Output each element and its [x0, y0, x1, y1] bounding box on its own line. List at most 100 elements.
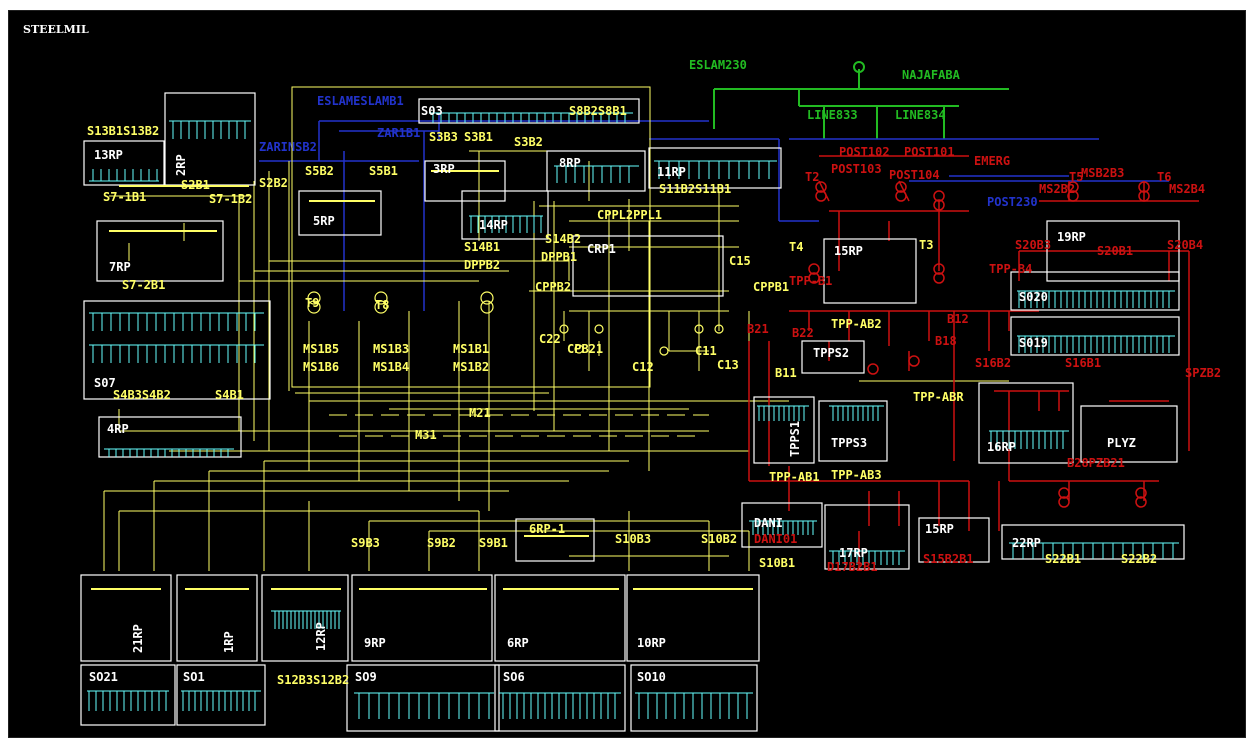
label-s20b4: S20B4	[1167, 238, 1203, 252]
label-t6: T6	[1157, 170, 1171, 184]
label-s16b1: S16B1	[1065, 356, 1101, 370]
label-t4: T4	[789, 240, 803, 254]
label-line834: LINE834	[895, 108, 946, 122]
label-s10b2: S10B2	[701, 532, 737, 546]
one-line-diagram-canvas: STEELMIL ESLAM230 NAJAFABA LINE833 LINE8…	[8, 10, 1246, 738]
label-c22: C22	[539, 332, 561, 346]
label-eslam-b1: ESLAMESLAMB1	[317, 94, 404, 108]
label-ms2b2: MS2B2	[1039, 182, 1075, 196]
red-bus-labels: POST102 POST101 POST103 POST104 EMERG MS…	[747, 145, 1221, 574]
label-s8b: S8B2S8B1	[569, 104, 627, 118]
box-14rp: 14RP	[479, 218, 508, 232]
box-8rp: 8RP	[559, 156, 581, 170]
label-cppl: CPPL2PPL1	[597, 208, 662, 222]
red-network	[748, 155, 1199, 571]
label-ms1b2: MS1B2	[453, 360, 489, 374]
label-s9b3: S9B3	[351, 536, 380, 550]
label-c12: C12	[632, 360, 654, 374]
label-b13: B18	[935, 334, 957, 348]
label-ms1b4: MS1B4	[373, 360, 409, 374]
label-ms1b1: MS1B1	[453, 342, 489, 356]
label-post101: POST101	[904, 145, 955, 159]
box-6rp: 6RP	[507, 636, 529, 650]
label-post230: POST230	[987, 195, 1038, 209]
label-tpp-ab1: TPP-AB1	[769, 470, 820, 484]
box-1rp: 1RP	[222, 631, 236, 653]
label-post102: POST102	[839, 145, 890, 159]
label-t3: T3	[919, 238, 933, 252]
box-15rp-lower: 15RP	[925, 522, 954, 536]
label-tpp-b1: TPP-B1	[789, 274, 832, 288]
label-eslam230: ESLAM230	[689, 58, 747, 72]
label-ms1b3: MS1B3	[373, 342, 409, 356]
box-tpps1: TPPS1	[788, 421, 802, 457]
label-tpp-b4: TPP-B4	[989, 262, 1032, 276]
label-b12: B12	[947, 312, 969, 326]
label-zar1b1: ZAR1B1	[377, 126, 420, 140]
label-line833: LINE833	[807, 108, 858, 122]
box-2rp: 2RP	[174, 154, 188, 176]
box-s020: S020	[1019, 290, 1048, 304]
box-crp1: CRP1	[587, 242, 616, 256]
label-s14b1: S14B1	[464, 240, 500, 254]
label-s11b: S11B2S11B1	[659, 182, 731, 196]
box-19rp: 19RP	[1057, 230, 1086, 244]
box-so9: SO9	[355, 670, 377, 684]
box-3rp: 3RP	[433, 162, 455, 176]
green-230kv-section	[713, 61, 1009, 139]
label-s4b1: S4B1	[215, 388, 244, 402]
box-15rp: 15RP	[834, 244, 863, 258]
label-6rp-1: 6RP-1	[529, 522, 565, 536]
label-s20b1: S20B1	[1097, 244, 1133, 258]
label-s9b1: S9B1	[479, 536, 508, 550]
label-t8: T8	[375, 298, 389, 312]
box-13rp: 13RP	[94, 148, 123, 162]
label-s15b: S15B2B1	[923, 552, 974, 566]
box-10rp: 10RP	[637, 636, 666, 650]
transformer-symbols-yellow	[307, 291, 724, 356]
substation-boxes	[80, 92, 1185, 732]
box-22rp: 22RP	[1012, 536, 1041, 550]
label-tpp-abr: TPP-ABR	[913, 390, 964, 404]
label-m21: M21	[469, 406, 491, 420]
label-s20b3: S20B3	[1015, 238, 1051, 252]
label-s5b2: S5B2	[305, 164, 334, 178]
label-ms2b4: MS2B4	[1169, 182, 1205, 196]
label-post103: POST103	[831, 162, 882, 176]
label-s22b1: S22B1	[1045, 552, 1081, 566]
single-line-diagram: STEELMIL ESLAM230 NAJAFABA LINE833 LINE8…	[23, 23, 1221, 732]
label-s10b1: S10B1	[759, 556, 795, 570]
box-16rp: 16RP	[987, 440, 1016, 454]
yellow-feeder-wiring	[103, 86, 1009, 571]
label-msb2b3: MSB2B3	[1081, 166, 1124, 180]
box-so1: SO1	[183, 670, 205, 684]
box-tpps3: TPPS3	[831, 436, 867, 450]
label-m31: M31	[415, 428, 437, 442]
label-s5b1: S5B1	[369, 164, 398, 178]
label-ms1b5: MS1B5	[303, 342, 339, 356]
label-cppb2: CPPB2	[535, 280, 571, 294]
label-dani01: DANI01	[754, 532, 797, 546]
box-so10: SO10	[637, 670, 666, 684]
label-dppb1: DPPB1	[541, 250, 577, 264]
box-s019: S019	[1019, 336, 1048, 350]
label-t2: T2	[805, 170, 819, 184]
box-s07: S07	[94, 376, 116, 390]
label-s10b3: S10B3	[615, 532, 651, 546]
box-so21: SO21	[89, 670, 118, 684]
box-17rp: 17RP	[839, 546, 868, 560]
label-cppb1: CPPB1	[753, 280, 789, 294]
label-ms1b6: MS1B6	[303, 360, 339, 374]
label-s14b2: S14B2	[545, 232, 581, 246]
label-s3b2: S3B2	[514, 135, 543, 149]
label-c13: C13	[717, 358, 739, 372]
label-spzb2: SPZB2	[1185, 366, 1221, 380]
label-c15: C15	[729, 254, 751, 268]
box-5rp: 5RP	[313, 214, 335, 228]
label-post104: POST104	[889, 168, 940, 182]
label-s3b3: S3B3	[429, 130, 458, 144]
label-s4b3: S4B3S4B2	[113, 388, 171, 402]
yellow-busbars	[91, 170, 753, 590]
label-c21: CPB21	[567, 342, 603, 356]
